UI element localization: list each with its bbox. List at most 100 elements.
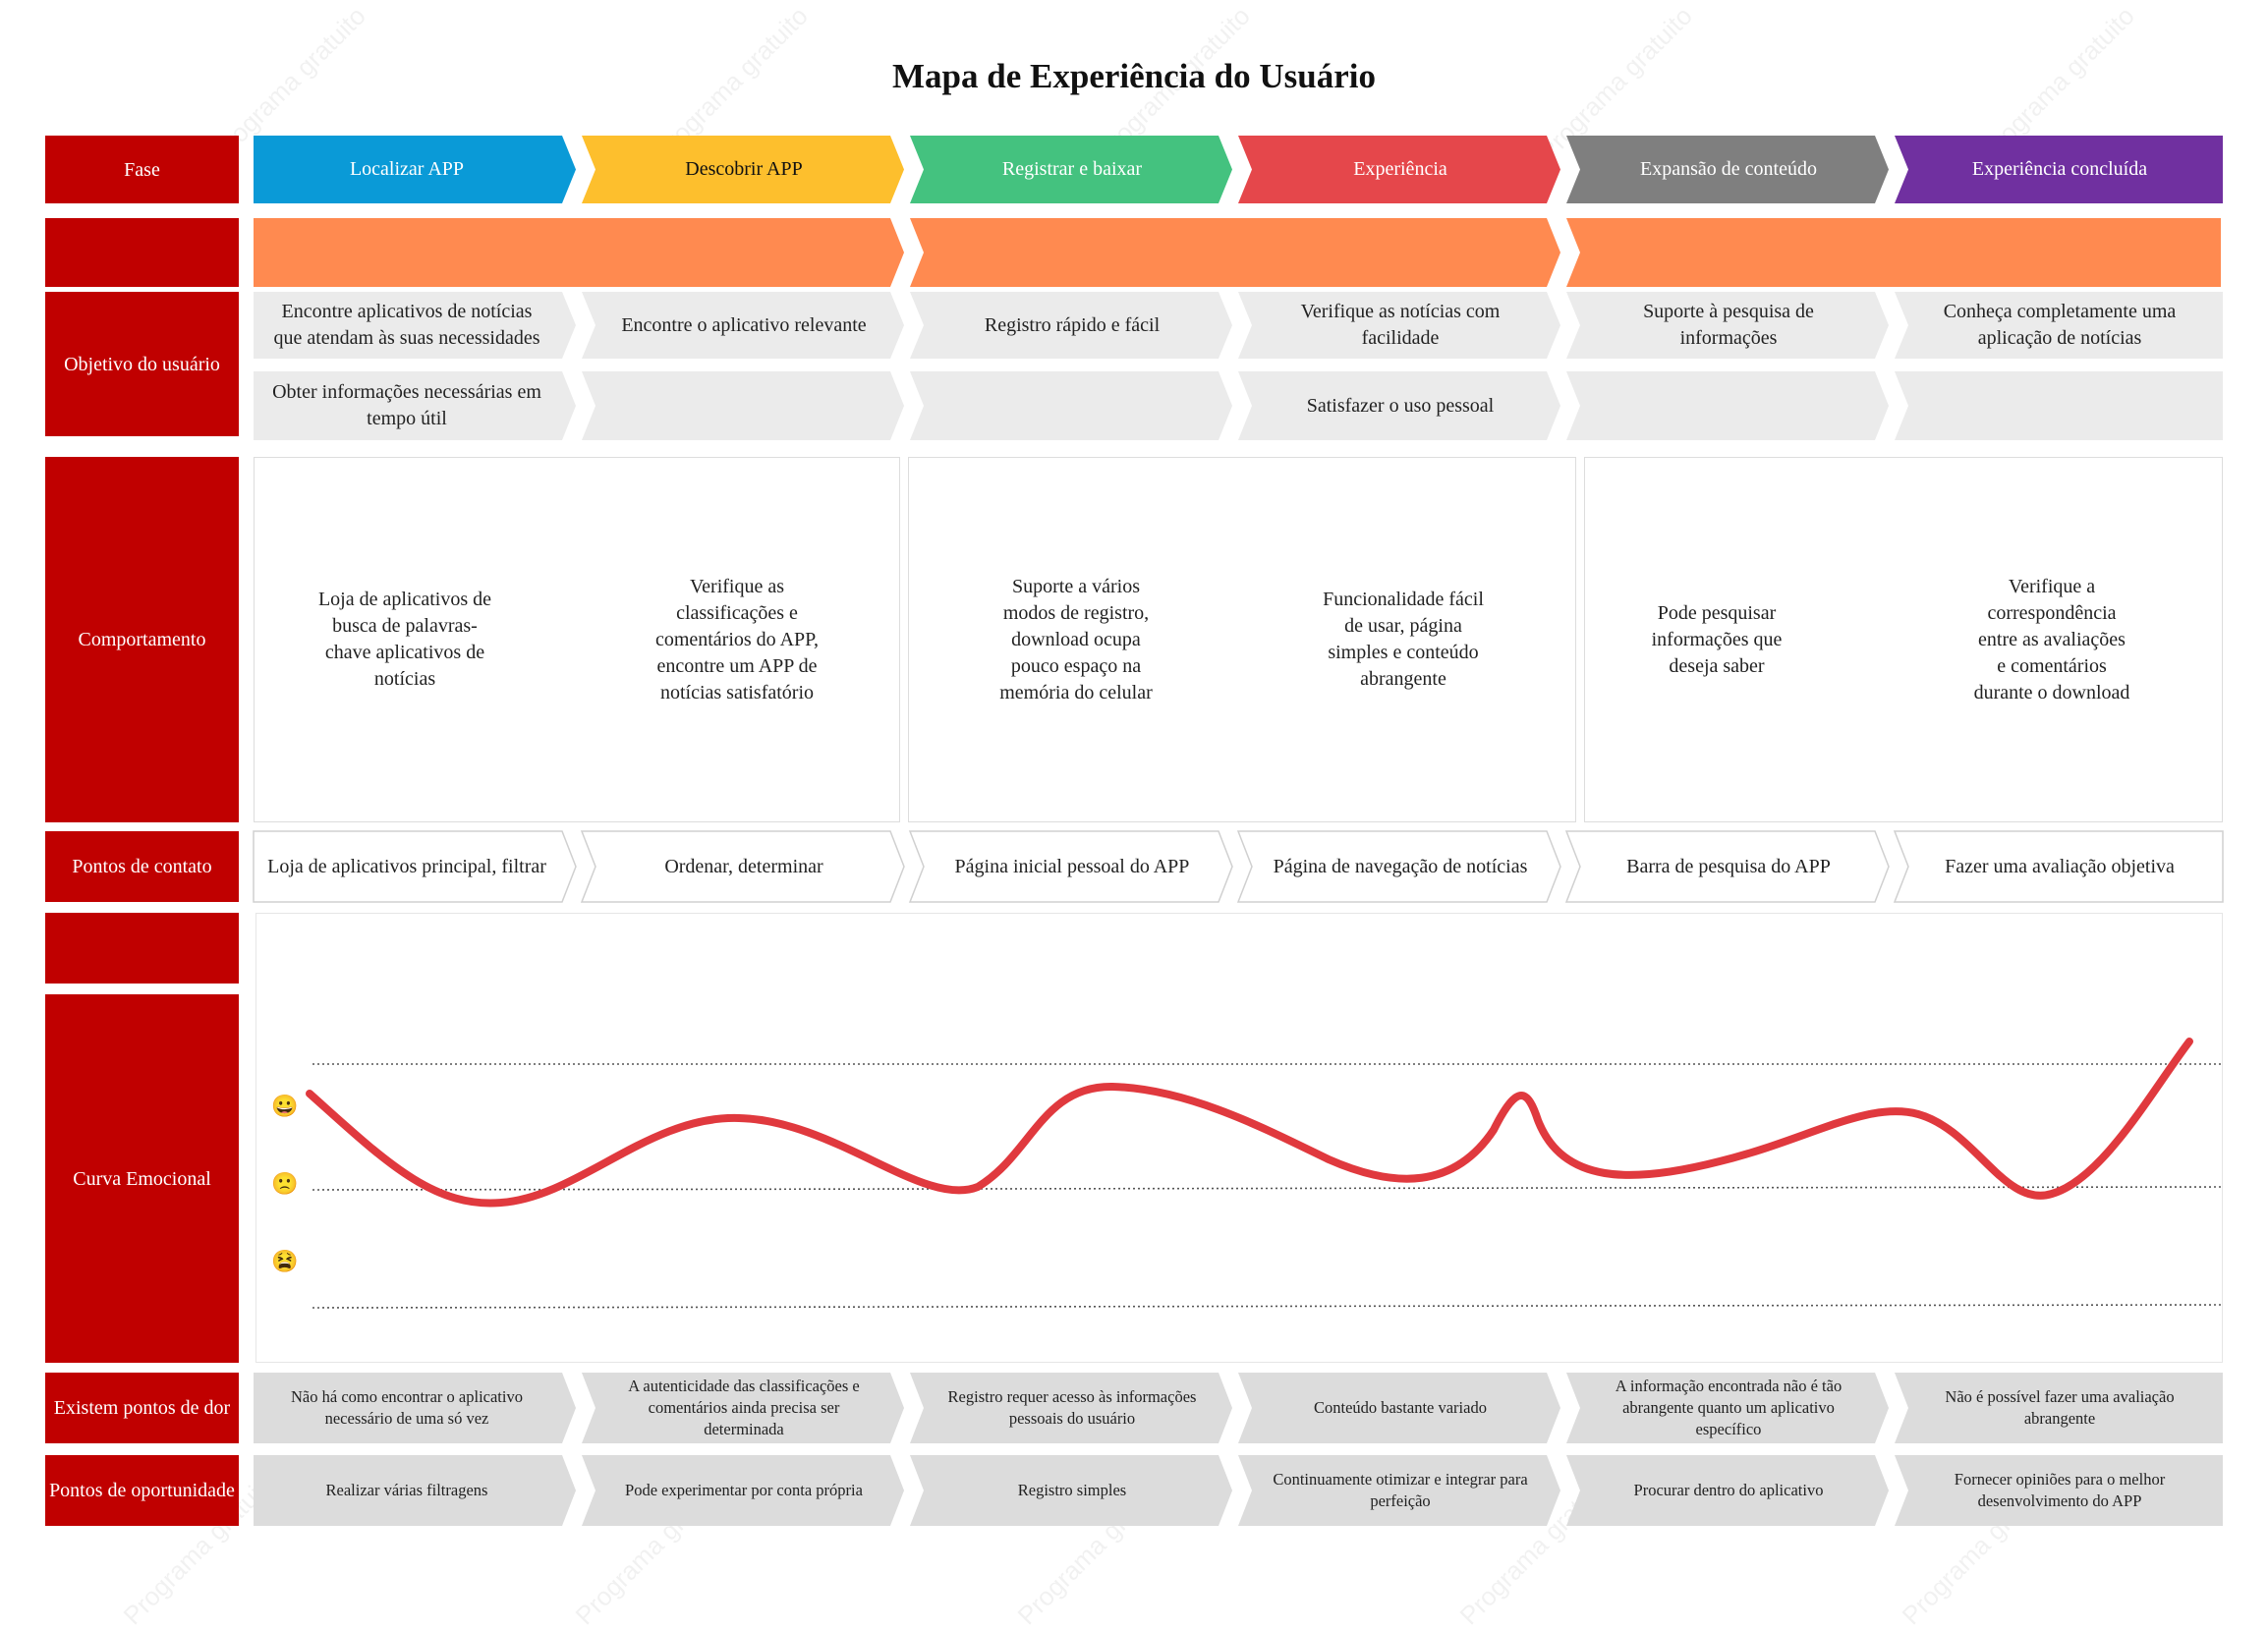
emotion-curve-line [306, 1038, 2193, 1208]
phase-label: Expansão de conteúdo [1640, 158, 1817, 180]
phase-label: Localizar APP [349, 158, 465, 180]
phase-chevron [1895, 136, 2223, 203]
phase-label: Registrar e baixar [1001, 158, 1143, 180]
opportunity-text: Registro simples [1017, 1480, 1127, 1499]
phase-chevron [1566, 136, 1889, 203]
page-title: Mapa de Experiência do Usuário [892, 57, 1376, 95]
goal-chevron [1238, 292, 1560, 359]
pain-text: Registro requer acesso às informações pe… [947, 1386, 1197, 1428]
phase-label: Experiência concluída [1971, 158, 2148, 180]
goal-chevron [582, 292, 904, 359]
goal-text: Suporte à pesquisa de informações [1643, 301, 1814, 349]
pain-chevron [582, 1373, 904, 1443]
goal-chevron [1238, 371, 1560, 440]
behavior-group-box [1584, 457, 2223, 822]
row-label-touchpoints: Pontos de contato [45, 831, 239, 902]
opportunity-text: Fornecer opiniões para o melhor desenvol… [1954, 1469, 2166, 1510]
behavior-group-box [254, 457, 900, 822]
behavior-text: Pode pesquisar informações que deseja sa… [1651, 601, 1783, 677]
touchpoint-chevron [908, 830, 1233, 903]
row-label-goal: Objetivo do usuário [45, 292, 239, 436]
row-label-spacer [45, 913, 239, 984]
row-label-pain: Existem pontos de dor [45, 1373, 239, 1443]
goal-text: Registro rápido e fácil [984, 313, 1161, 336]
phase-chevron [910, 136, 1232, 203]
pain-chevron [1895, 1373, 2223, 1443]
opportunity-chevron [1895, 1455, 2223, 1526]
stage-bar-segment [254, 218, 904, 287]
opportunity-text: Continuamente otimizar e integrar para p… [1273, 1469, 1528, 1510]
opportunity-chevron [910, 1455, 1232, 1526]
phase-label: Descobrir APP [685, 158, 803, 180]
stage-bar-segment [1566, 218, 2221, 287]
emotion-curve-panel [255, 913, 2223, 1363]
pain-chevron [254, 1373, 576, 1443]
goal-chevron [1566, 292, 1889, 359]
touchpoint-chevron [1236, 830, 1561, 903]
goal-text: Obter informações necessárias em tempo ú… [272, 381, 541, 429]
behavior-text: Loja de aplicativos de busca de palavras… [317, 589, 492, 690]
pain-chevron [1238, 1373, 1560, 1443]
smiling-face-icon: 😀 [271, 1094, 299, 1118]
emotion-level-line [312, 1186, 2222, 1191]
row-label-behavior: Comportamento [45, 457, 239, 822]
row-label-emotion: Curva Emocional [45, 994, 239, 1363]
goal-chevron [1895, 292, 2223, 359]
phase-chevron [254, 136, 576, 203]
goal-chevron [910, 292, 1232, 359]
goal-text: Satisfazer o uso pessoal [1306, 394, 1495, 417]
goal-text: Conheça completamente uma aplicação de n… [1943, 301, 2177, 349]
touchpoint-chevron [580, 830, 905, 903]
touchpoint-text: Loja de aplicativos principal, filtrar [267, 855, 546, 877]
touchpoint-text: Fazer uma avaliação objetiva [1945, 855, 2175, 877]
opportunity-chevron [1566, 1455, 1889, 1526]
pain-chevron [910, 1373, 1232, 1443]
goal-chevron [254, 371, 576, 440]
opportunity-text: Realizar várias filtragens [325, 1480, 488, 1499]
goal-text: Encontre aplicativos de notícias que ate… [273, 301, 540, 349]
row-label-opportunity: Pontos de oportunidade [45, 1455, 239, 1526]
stage-bar-segment [910, 218, 1560, 287]
frowning-face-icon: 🙁 [271, 1171, 299, 1196]
phase-label: Experiência [1353, 158, 1447, 180]
pain-text: Conteúdo bastante variado [1314, 1397, 1487, 1417]
touchpoint-text: Página de navegação de notícias [1273, 855, 1528, 877]
goal-chevron [910, 371, 1232, 440]
pain-chevron [1566, 1373, 1889, 1443]
opportunity-text: Procurar dentro do aplicativo [1633, 1480, 1824, 1499]
goal-text: Encontre o aplicativo relevante [621, 313, 867, 336]
opportunity-chevron [582, 1455, 904, 1526]
goal-chevron [582, 371, 904, 440]
goal-chevron [1895, 371, 2223, 440]
behavior-group-box [908, 457, 1576, 822]
row-label-phase: Fase [45, 136, 239, 203]
opportunity-chevron [254, 1455, 576, 1526]
touchpoint-text: Barra de pesquisa do APP [1626, 855, 1831, 877]
behavior-text: Verifique a correspondência entre as ava… [1973, 575, 2130, 703]
journey-map: Mapa de Experiência do Usuário Programa … [45, 1, 2224, 1630]
goal-text: Verifique as notícias com facilidade [1300, 301, 1501, 349]
chevron-layer [253, 136, 2224, 1526]
touchpoint-chevron [253, 830, 577, 903]
opportunity-chevron [1238, 1455, 1560, 1526]
touchpoint-text: Ordenar, determinar [664, 855, 823, 877]
pain-text: Não há como encontrar o aplicativo neces… [291, 1386, 523, 1428]
behavior-text: Suporte a vários modos de registro, down… [999, 575, 1153, 703]
phase-chevron [582, 136, 904, 203]
touchpoint-chevron [1564, 830, 1890, 903]
pain-text: A autenticidade das classificações e com… [628, 1376, 860, 1439]
opportunity-text: Pode experimentar por conta própria [625, 1480, 863, 1499]
behavior-text: Funcionalidade fácil de usar, página sim… [1323, 589, 1484, 690]
emotion-level-line [312, 1304, 2222, 1309]
touchpoint-chevron [1893, 830, 2224, 903]
touchpoint-text: Página inicial pessoal do APP [954, 855, 1190, 877]
goal-chevron [254, 292, 576, 359]
weary-face-icon: 😫 [271, 1249, 299, 1273]
phase-chevron [1238, 136, 1560, 203]
behavior-text: Verifique as classificações e comentário… [654, 575, 820, 703]
pain-text: Não é possível fazer uma avaliação abran… [1945, 1386, 2175, 1428]
row-label-stage [45, 218, 239, 287]
emotion-curve [306, 1038, 2222, 1309]
goal-chevron [1566, 371, 1889, 440]
pain-text: A informação encontrada não é tão abrang… [1615, 1376, 1843, 1439]
